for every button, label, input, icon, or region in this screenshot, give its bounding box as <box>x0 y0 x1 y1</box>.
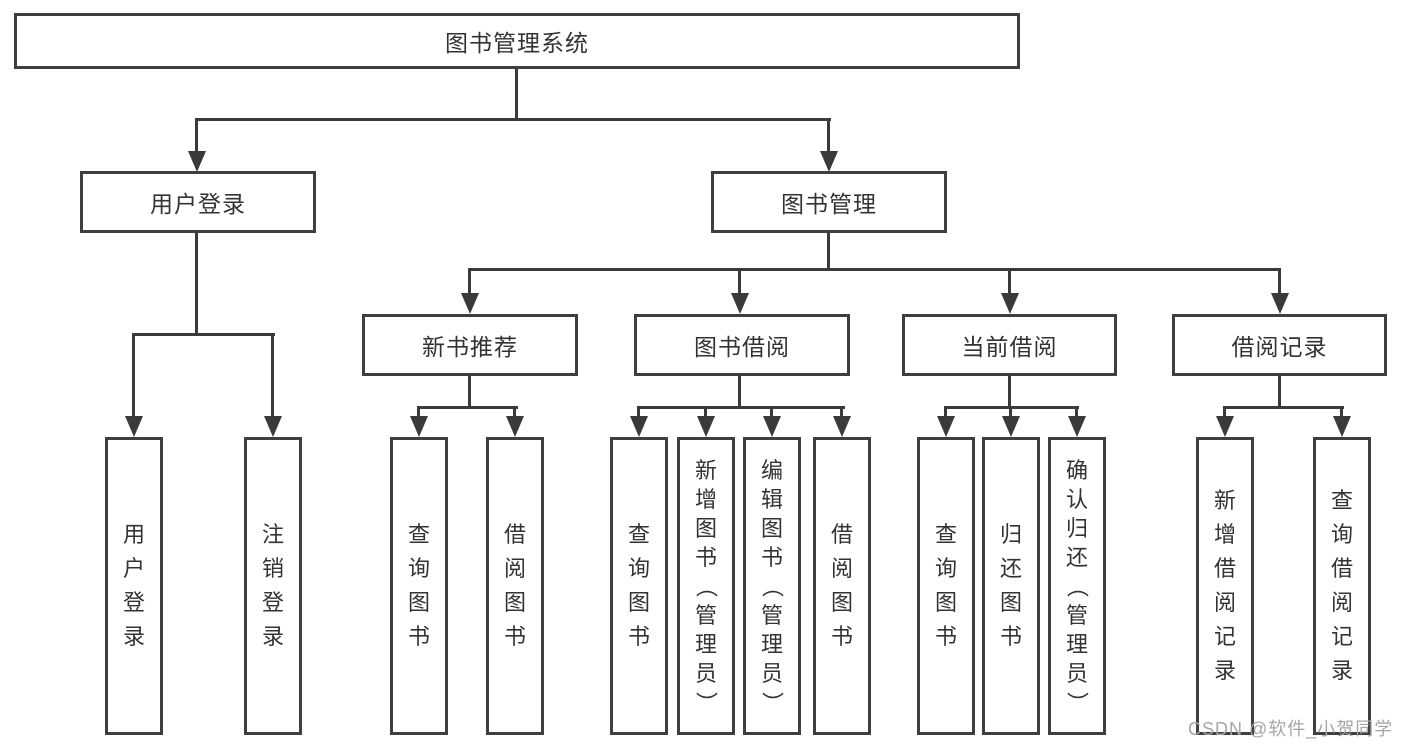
connector-line <box>1075 406 1078 419</box>
arrowhead-icon <box>731 293 749 314</box>
arrowhead-icon <box>264 416 282 437</box>
connector-line <box>1278 268 1281 295</box>
connector-line <box>1278 376 1281 409</box>
arrowhead-icon <box>1068 416 1086 437</box>
arrowhead-icon <box>1216 416 1234 437</box>
arrowhead-icon <box>763 416 781 437</box>
node-new-book-recommend-label: 新书推荐 <box>422 334 518 360</box>
leaf-add-borrow-record: 新增借阅记录 <box>1196 437 1254 735</box>
connector-line <box>1223 406 1344 409</box>
arrowhead-icon <box>188 151 206 172</box>
arrowhead-icon <box>125 416 143 437</box>
leaf-return-books: 归还图书 <box>982 437 1040 735</box>
node-borrow-records: 借阅记录 <box>1172 314 1387 376</box>
connector-line <box>840 406 843 419</box>
connector-line <box>271 333 274 418</box>
node-current-borrowing: 当前借阅 <box>902 314 1117 376</box>
node-book-management: 图书管理 <box>711 171 947 233</box>
arrowhead-icon <box>461 293 479 314</box>
connector-line <box>417 406 420 419</box>
connector-line <box>770 406 773 419</box>
connector-line <box>1008 376 1011 409</box>
connector-line <box>132 333 135 418</box>
leaf-logout: 注销登录 <box>244 437 302 735</box>
csdn-watermark: CSDN @软件_小贺同学 <box>1188 719 1394 739</box>
leaf-query-books-recommend: 查询图书 <box>390 437 448 735</box>
arrowhead-icon <box>937 416 955 437</box>
node-current-borrowing-label: 当前借阅 <box>961 334 1058 360</box>
node-user-login-label: 用户登录 <box>150 191 246 217</box>
connector-line <box>515 69 518 120</box>
arrowhead-icon <box>410 416 428 437</box>
node-user-login: 用户登录 <box>80 171 316 233</box>
leaf-query-books-current: 查询图书 <box>917 437 975 735</box>
arrowhead-icon <box>833 416 851 437</box>
leaf-user-login: 用户登录 <box>105 437 163 735</box>
connector-line <box>944 406 947 419</box>
connector-line <box>468 268 471 295</box>
connector-line <box>827 118 830 153</box>
node-borrow-records-label: 借阅记录 <box>1231 334 1328 360</box>
connector-line <box>1008 268 1011 295</box>
connector-line <box>418 406 518 409</box>
arrowhead-icon <box>506 416 524 437</box>
node-book-borrowing-label: 图书借阅 <box>694 334 790 360</box>
arrowhead-icon <box>697 416 715 437</box>
connector-line <box>738 268 741 295</box>
leaf-query-borrow-record: 查询借阅记录 <box>1313 437 1371 735</box>
leaf-edit-books-admin: 编辑图书（管理员） <box>743 437 801 735</box>
connector-line <box>704 406 707 419</box>
arrowhead-icon <box>1271 293 1289 314</box>
arrowhead-icon <box>630 416 648 437</box>
connector-line <box>1340 406 1343 419</box>
connector-line <box>827 233 830 271</box>
node-book-management-label: 图书管理 <box>781 191 877 217</box>
connector-line <box>513 406 516 419</box>
connector-line <box>1223 406 1226 419</box>
leaf-borrow-books-recommend: 借阅图书 <box>486 437 544 735</box>
arrowhead-icon <box>820 151 838 172</box>
connector-line <box>1009 406 1012 419</box>
connector-line <box>637 406 845 409</box>
leaf-query-books-borrowing: 查询图书 <box>610 437 668 735</box>
connector-line <box>637 406 640 419</box>
node-book-borrowing: 图书借阅 <box>634 314 850 376</box>
connector-line <box>196 118 831 121</box>
leaf-add-books-admin: 新增图书（管理员） <box>677 437 735 735</box>
connector-line <box>195 233 198 335</box>
node-root: 图书管理系统 <box>14 13 1020 69</box>
arrowhead-icon <box>1333 416 1351 437</box>
connector-line <box>468 268 1281 271</box>
connector-line <box>132 333 275 336</box>
leaf-borrow-books: 借阅图书 <box>813 437 871 735</box>
leaf-confirm-return-admin: 确认归还（管理员） <box>1048 437 1106 735</box>
arrowhead-icon <box>1001 293 1019 314</box>
node-new-book-recommend: 新书推荐 <box>362 314 578 376</box>
node-root-label: 图书管理系统 <box>445 30 589 56</box>
connector-line <box>738 376 741 409</box>
connector-line <box>195 118 198 153</box>
connector-line <box>468 376 471 409</box>
arrowhead-icon <box>1002 416 1020 437</box>
